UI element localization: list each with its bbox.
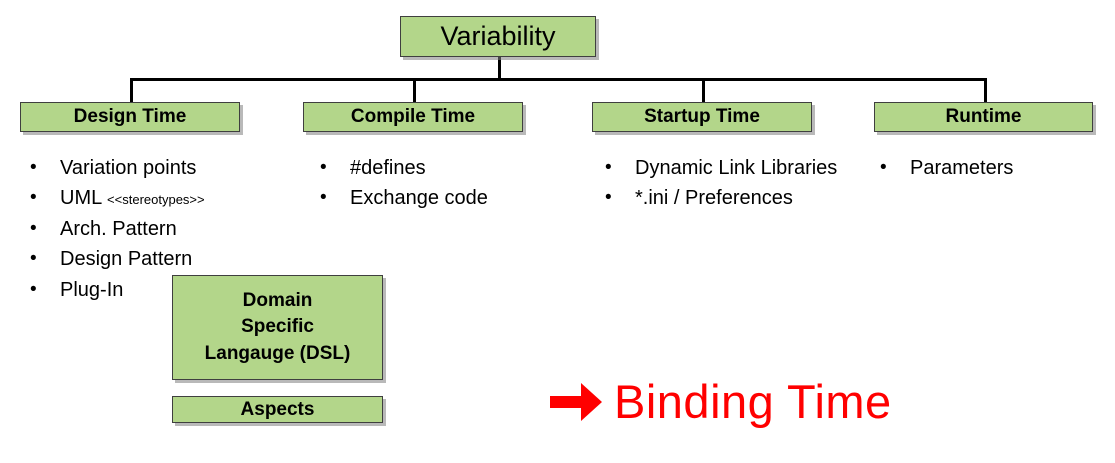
bullet-list-compile-time: • #defines • Exchange code — [320, 154, 570, 215]
list-item: • Parameters — [880, 154, 1100, 182]
list-item-label: Parameters — [910, 157, 1014, 179]
connector-horizontal-bar — [130, 78, 987, 81]
connector-to-runtime — [984, 78, 987, 104]
bullet-icon: • — [30, 187, 37, 209]
list-item: • Arch. Pattern — [30, 215, 300, 243]
category-box-compile-time[interactable]: Compile Time — [303, 102, 523, 132]
bullet-icon: • — [30, 278, 37, 300]
category-label-startup-time: Startup Time — [644, 106, 760, 127]
connector-to-startup-time — [702, 78, 705, 104]
bullet-icon: • — [30, 248, 37, 270]
bullet-icon: • — [30, 157, 37, 178]
list-item-label: Arch. Pattern — [60, 217, 177, 240]
list-item-label: Exchange code — [350, 187, 488, 210]
root-box-label: Variability — [440, 21, 556, 51]
dsl-line-3: Langauge (DSL) — [204, 342, 351, 364]
list-item-label: Dynamic Link Libraries — [635, 157, 838, 179]
bullet-list-design-time: • Variation points • UML <<stereotypes>>… — [30, 154, 300, 306]
list-item-label: Plug-In — [60, 278, 124, 301]
right-arrow-icon — [550, 382, 602, 421]
list-item-note: <<stereotypes>> — [107, 192, 205, 208]
bullet-icon: • — [605, 187, 612, 209]
connector-to-compile-time — [413, 78, 416, 104]
category-box-runtime[interactable]: Runtime — [874, 102, 1093, 132]
bullet-list-startup-time: • Dynamic Link Libraries • *.ini / Prefe… — [605, 154, 860, 215]
dsl-line-2: Specific — [241, 316, 314, 338]
dsl-line-1: Domain — [242, 290, 313, 312]
category-label-compile-time: Compile Time — [350, 106, 476, 127]
list-item: • Design Pattern — [30, 245, 300, 273]
box-aspects[interactable]: Aspects — [172, 396, 383, 423]
list-item-label: Variation points — [60, 157, 197, 179]
bullet-list-runtime: • Parameters — [880, 154, 1100, 184]
list-item: • *.ini / Preferences — [605, 184, 860, 212]
list-item-label: UML <<stereotypes>> — [60, 184, 300, 212]
category-label-design-time: Design Time — [73, 106, 187, 127]
list-item-main: UML — [60, 187, 108, 210]
list-item: • Exchange code — [320, 184, 570, 212]
binding-time-label: Binding Time — [614, 375, 892, 428]
binding-time-callout: Binding Time — [548, 378, 892, 425]
bullet-icon: • — [30, 217, 37, 239]
bullet-icon: • — [320, 187, 327, 209]
bullet-icon: • — [320, 157, 327, 178]
list-item-label: *.ini / Preferences — [635, 187, 793, 210]
box-domain-specific-language[interactable]: Domain Specific Langauge (DSL) — [172, 275, 383, 380]
list-item-label: Design Pattern — [60, 248, 193, 271]
root-box-variability[interactable]: Variability — [400, 16, 596, 57]
list-item: • #defines — [320, 154, 570, 182]
connector-to-design-time — [130, 78, 133, 104]
category-box-design-time[interactable]: Design Time — [20, 102, 240, 132]
list-item: • Plug-In — [30, 276, 300, 304]
bullet-icon: • — [880, 157, 887, 178]
category-box-startup-time[interactable]: Startup Time — [592, 102, 812, 132]
list-item: • UML <<stereotypes>> — [30, 184, 300, 212]
bullet-icon: • — [605, 157, 612, 178]
list-item-label: #defines — [350, 157, 426, 179]
category-label-runtime: Runtime — [945, 106, 1022, 127]
aspects-label: Aspects — [240, 398, 315, 420]
list-item: • Variation points — [30, 154, 300, 182]
connector-root-stem — [498, 56, 501, 81]
list-item: • Dynamic Link Libraries — [605, 154, 860, 182]
